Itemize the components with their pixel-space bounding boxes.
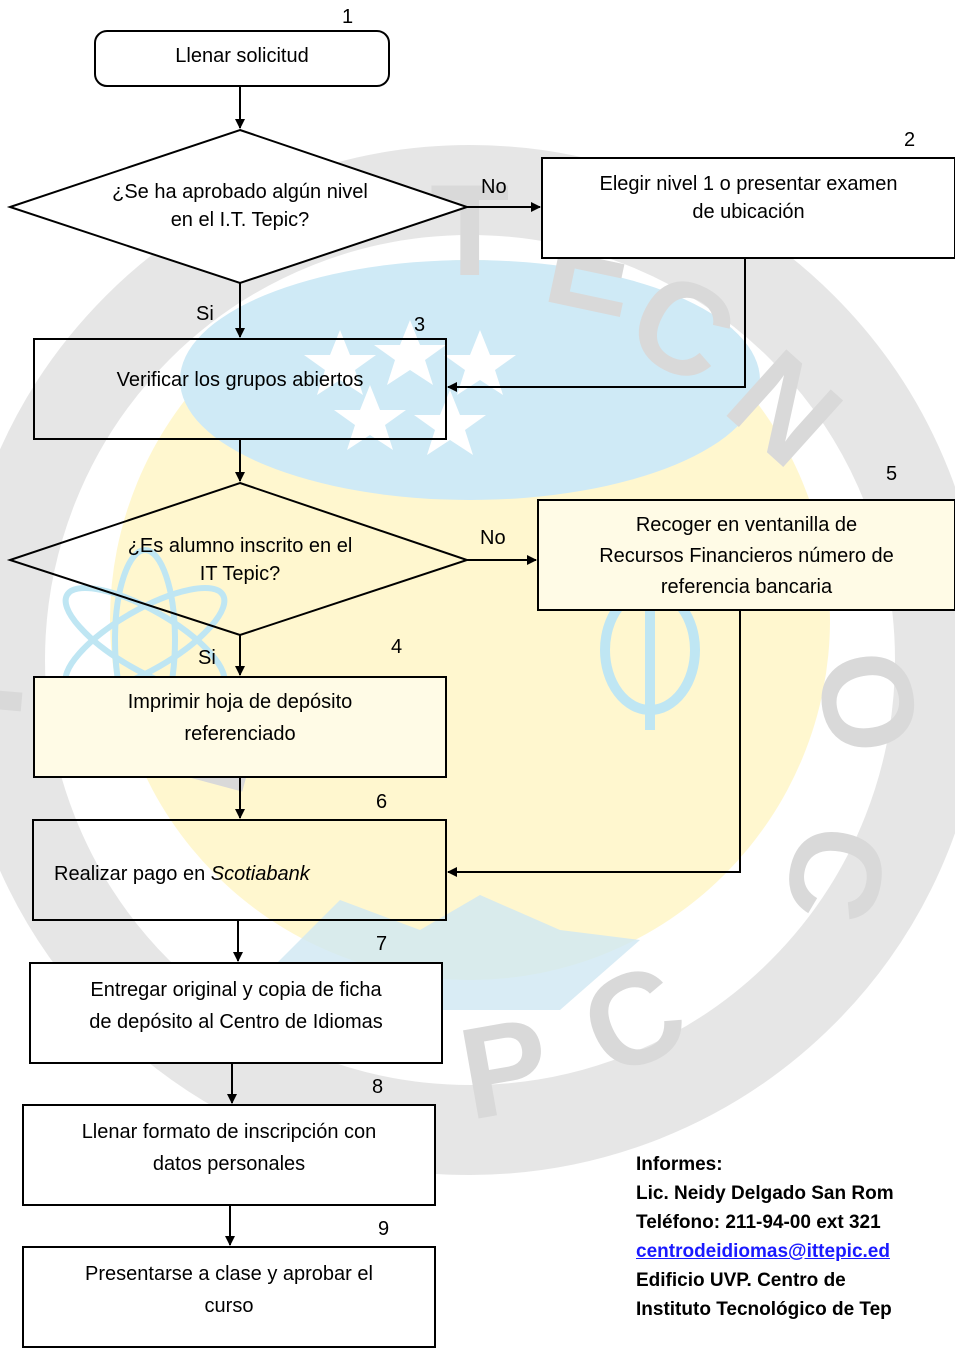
step-8-line-1: Llenar formato de inscripción con	[81, 1121, 377, 1143]
step-2-number: 2	[904, 129, 916, 151]
step-5-line-1: Recoger en ventanilla de	[635, 514, 858, 536]
info-contact-name: Lic. Neidy Delgado San Rom	[636, 1183, 894, 1204]
info-institute: Instituto Tecnológico de Tep	[636, 1299, 892, 1320]
branch-si-label-2: Si	[198, 647, 216, 669]
decision-2-line-1: ¿Es alumno inscrito en el	[127, 535, 353, 557]
step-1-box	[94, 30, 390, 87]
step-3-label: Verificar los grupos abiertos	[116, 369, 364, 391]
step-9-line-2: curso	[204, 1295, 254, 1317]
step-5-line-2: Recursos Financieros número de	[599, 545, 894, 567]
step-5-line-3: referencia bancaria	[660, 576, 833, 598]
branch-no-label-2: No	[480, 527, 506, 549]
step-8-box	[22, 1104, 436, 1206]
decision-1-text: ¿Se ha aprobado algún nivel en el I.T. T…	[60, 178, 420, 234]
info-heading: Informes:	[636, 1154, 723, 1175]
step-2-box	[541, 157, 955, 259]
step-6-label: Realizar pago en	[54, 863, 211, 885]
step-7-box	[29, 962, 443, 1064]
step-8-number: 8	[372, 1076, 384, 1098]
star-icon	[304, 320, 516, 455]
step-9-line-1: Presentarse a clase y aprobar el	[85, 1263, 373, 1285]
step-4-box	[33, 676, 447, 778]
step-7-line-2: de depósito al Centro de Idiomas	[89, 1011, 383, 1033]
step-5-number: 5	[886, 463, 898, 485]
decision-2-line-2: IT Tepic?	[199, 563, 281, 585]
step-3-number: 3	[414, 314, 426, 336]
arrow-s5-s6	[447, 610, 741, 877]
step-2-line-2: de ubicación	[692, 201, 805, 223]
decision-1-line-1: ¿Se ha aprobado algún nivel	[112, 181, 368, 203]
step-5-text: Recoger en ventanilla de Recursos Financ…	[538, 510, 955, 603]
decision-2-text: ¿Es alumno inscrito en el IT Tepic?	[60, 532, 420, 588]
step-6-number: 6	[376, 791, 388, 813]
step-2-text: Elegir nivel 1 o presentar examen de ubi…	[542, 170, 955, 226]
info-building: Edificio UVP. Centro de	[636, 1270, 846, 1291]
step-6-box	[32, 819, 447, 921]
step-4-number: 4	[391, 636, 403, 658]
step-8-text: Llenar formato de inscripción con datos …	[23, 1116, 435, 1180]
step-7-number: 7	[376, 933, 388, 955]
bank-name: Scotiabank	[210, 863, 310, 885]
decision-1-line-2: en el I.T. Tepic?	[170, 209, 310, 231]
info-email-link[interactable]: centrodeidiomas@ittepic.ed	[636, 1241, 890, 1262]
branch-no-label-1: No	[481, 176, 507, 198]
step-1-label: Llenar solicitud	[175, 45, 309, 67]
contact-info: Informes: Lic. Neidy Delgado San Rom Tel…	[636, 1150, 955, 1324]
step-8-line-2: datos personales	[152, 1153, 306, 1175]
step-9-text: Presentarse a clase y aprobar el curso	[23, 1258, 435, 1322]
gear-icon	[0, 145, 955, 1175]
step-1-text: Llenar solicitud	[95, 42, 389, 70]
svg-text:T: T	[430, 157, 509, 303]
step-9-number: 9	[378, 1218, 390, 1240]
step-4-text: Imprimir hoja de depósito referenciado	[34, 686, 446, 750]
step-4-line-2: referenciado	[184, 723, 296, 745]
step-4-line-1: Imprimir hoja de depósito	[127, 691, 353, 713]
step-9-box	[22, 1246, 436, 1348]
branch-si-label-1: Si	[196, 303, 214, 325]
step-6-text: Realizar pago en Scotiabank	[54, 860, 446, 888]
arrow-s2-s3	[447, 258, 746, 392]
info-phone: Teléfono: 211-94-00 ext 321	[636, 1212, 881, 1233]
step-2-line-1: Elegir nivel 1 o presentar examen	[599, 173, 898, 195]
step-3-text: Verificar los grupos abiertos	[34, 366, 446, 394]
step-7-line-1: Entregar original y copia de ficha	[90, 979, 382, 1001]
step-5-box	[537, 499, 955, 611]
step-7-text: Entregar original y copia de ficha de de…	[30, 974, 442, 1038]
svg-text:O: O	[787, 640, 948, 765]
step-1-number: 1	[342, 6, 354, 28]
